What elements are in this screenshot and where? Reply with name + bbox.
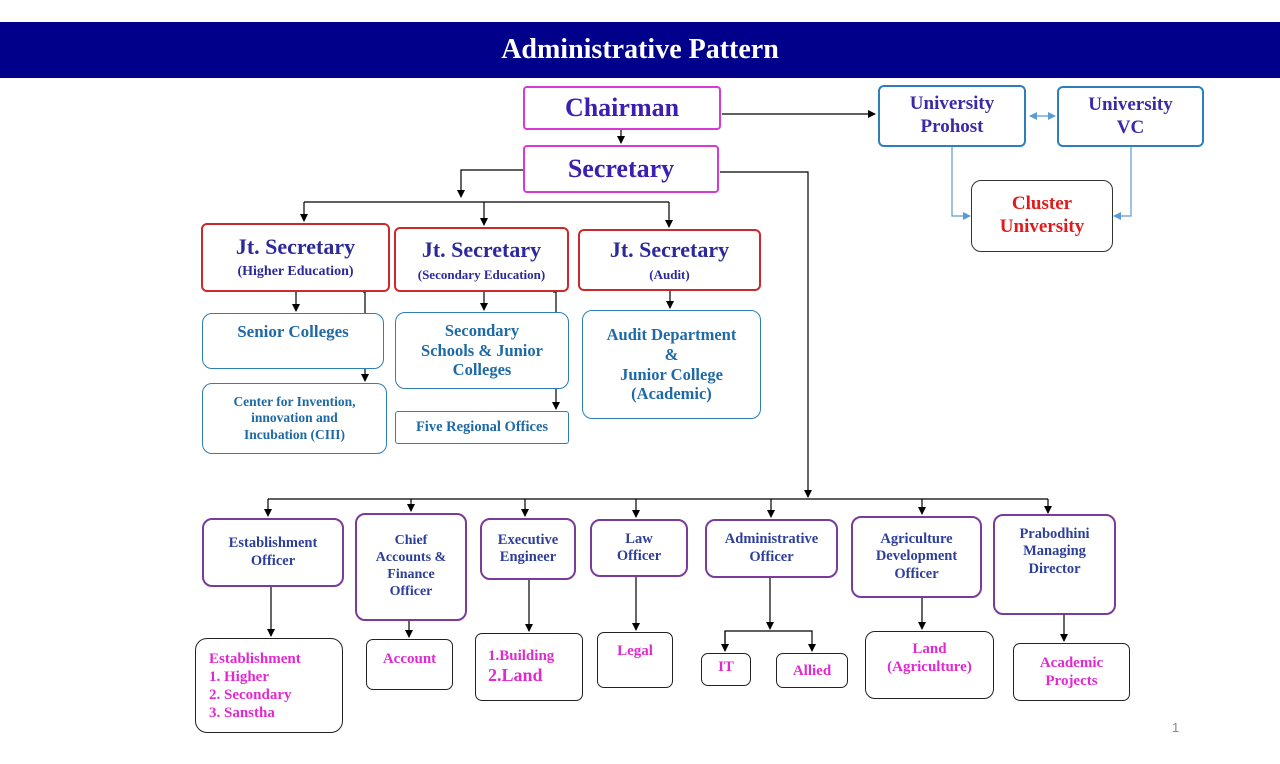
- chief-accounts-line-2: Accounts &: [375, 550, 447, 566]
- account-leaf-box: Account: [366, 639, 453, 690]
- title-banner: Administrative Pattern: [0, 22, 1280, 78]
- establishment-officer-box: Establishment Officer: [202, 518, 344, 587]
- secretary-label: Secretary: [567, 154, 675, 184]
- chief-accounts-line-4: Officer: [389, 583, 433, 599]
- jt-secretary-secondary-box: Jt. Secretary (Secondary Education): [394, 227, 569, 292]
- university-prohost-box: University Prohost: [878, 85, 1026, 147]
- ciii-line-1: Center for Invention,: [233, 394, 356, 410]
- executive-engineer-line-1: Executive: [497, 531, 559, 548]
- prabodhini-line-2: Managing: [1023, 543, 1086, 560]
- jt-secretary-audit-sub: (Audit): [649, 267, 690, 283]
- academic-leaf-line-1: Academic: [1039, 655, 1104, 671]
- university-vc-line-1: University: [1088, 93, 1173, 115]
- university-prohost-line-1: University: [909, 93, 995, 115]
- academic-leaf-line-2: Projects: [1045, 673, 1098, 689]
- jt-secretary-audit-title: Jt. Secretary: [609, 237, 730, 262]
- building-leaf-line-2: 2.Land: [488, 665, 543, 686]
- secondary-schools-box: Secondary Schools & Junior Colleges: [395, 312, 569, 389]
- prabodhini-line-3: Director: [1028, 560, 1081, 577]
- cluster-university-box: Cluster University: [971, 180, 1113, 252]
- audit-department-line-3: Junior College: [620, 364, 723, 384]
- cluster-university-line-1: Cluster: [1011, 193, 1073, 215]
- land-agriculture-leaf-box: Land (Agriculture): [865, 631, 994, 699]
- agriculture-officer-line-3: Officer: [894, 565, 939, 582]
- law-officer-line-2: Officer: [616, 548, 662, 564]
- regional-offices-label: Five Regional Offices: [415, 418, 549, 435]
- chief-accounts-officer-box: Chief Accounts & Finance Officer: [355, 513, 467, 621]
- executive-engineer-line-2: Engineer: [499, 549, 557, 565]
- building-leaf-line-1: 1.Building: [488, 648, 555, 665]
- ciii-box: Center for Invention, innovation and Inc…: [202, 383, 387, 454]
- legal-leaf-box: Legal: [597, 632, 673, 688]
- jt-secretary-secondary-title: Jt. Secretary: [421, 236, 542, 262]
- secondary-schools-line-3: Colleges: [452, 360, 512, 380]
- establishment-leaf-box: Establishment 1. Higher 2. Secondary 3. …: [195, 638, 343, 733]
- allied-leaf-label: Allied: [792, 662, 832, 679]
- executive-engineer-box: Executive Engineer: [480, 518, 576, 580]
- ciii-line-2: innovation and: [251, 410, 338, 426]
- jt-secretary-higher-sub: (Higher Education): [237, 264, 354, 280]
- audit-department-line-1: Audit Department: [606, 324, 737, 344]
- jt-secretary-higher-title: Jt. Secretary: [235, 233, 356, 259]
- establishment-officer-line-2: Officer: [250, 552, 296, 569]
- agriculture-officer-line-2: Development: [875, 548, 958, 565]
- senior-colleges-label: Senior Colleges: [237, 322, 349, 341]
- allied-leaf-box: Allied: [776, 653, 848, 688]
- establishment-leaf-line-1: Establishment: [209, 650, 301, 667]
- secretary-box: Secretary: [523, 145, 719, 193]
- prabodhini-line-1: Prabodhini: [1019, 526, 1090, 542]
- cluster-university-line-2: University: [999, 216, 1085, 237]
- land-leaf-line-2: (Agriculture): [887, 659, 972, 675]
- chairman-label: Chairman: [564, 93, 680, 123]
- secondary-schools-line-1: Secondary: [444, 320, 520, 340]
- page-number: 1: [1172, 720, 1180, 735]
- legal-leaf-label: Legal: [617, 643, 653, 659]
- audit-department-box: Audit Department & Junior College (Acade…: [582, 310, 761, 419]
- building-land-leaf-box: 1.Building 2.Land: [475, 633, 583, 701]
- administrative-officer-line-1: Administrative: [724, 531, 819, 548]
- law-officer-line-1: Law: [625, 530, 653, 547]
- chief-accounts-line-3: Finance: [387, 567, 435, 582]
- page-title: Administrative Pattern: [501, 34, 779, 65]
- regional-offices-box: Five Regional Offices: [395, 411, 569, 444]
- chairman-box: Chairman: [523, 86, 721, 130]
- establishment-officer-line-1: Establishment: [228, 535, 318, 552]
- administrative-officer-line-2: Officer: [749, 548, 794, 565]
- account-leaf-label: Account: [382, 651, 437, 667]
- it-leaf-box: IT: [701, 653, 751, 686]
- law-officer-box: Law Officer: [590, 519, 688, 577]
- establishment-leaf-line-2: 1. Higher: [209, 668, 269, 685]
- jt-secretary-audit-box: Jt. Secretary (Audit): [578, 229, 761, 291]
- establishment-leaf-line-3: 2. Secondary: [209, 686, 292, 703]
- administrative-officer-box: Administrative Officer: [705, 519, 838, 578]
- jt-secretary-higher-box: Jt. Secretary (Higher Education): [201, 223, 390, 292]
- agriculture-officer-box: Agriculture Development Officer: [851, 516, 982, 598]
- it-leaf-label: IT: [718, 659, 734, 675]
- audit-department-line-2: &: [664, 344, 679, 364]
- university-vc-box: University VC: [1057, 86, 1204, 147]
- university-vc-line-2: VC: [1116, 116, 1145, 138]
- agriculture-officer-line-1: Agriculture: [880, 530, 953, 547]
- establishment-leaf-line-4: 3. Sanstha: [209, 704, 275, 721]
- audit-department-line-4: (Academic): [631, 384, 712, 404]
- senior-colleges-box: Senior Colleges: [202, 313, 384, 369]
- ciii-line-3: Incubation (CIII): [244, 426, 345, 442]
- academic-projects-leaf-box: Academic Projects: [1013, 643, 1130, 701]
- prabodhini-director-box: Prabodhini Managing Director: [993, 514, 1116, 615]
- jt-secretary-secondary-sub: (Secondary Education): [417, 266, 546, 282]
- secondary-schools-line-2: Schools & Junior: [421, 340, 543, 360]
- university-prohost-line-2: Prohost: [920, 116, 984, 137]
- land-leaf-line-1: Land: [912, 641, 947, 657]
- chief-accounts-line-1: Chief: [394, 533, 428, 549]
